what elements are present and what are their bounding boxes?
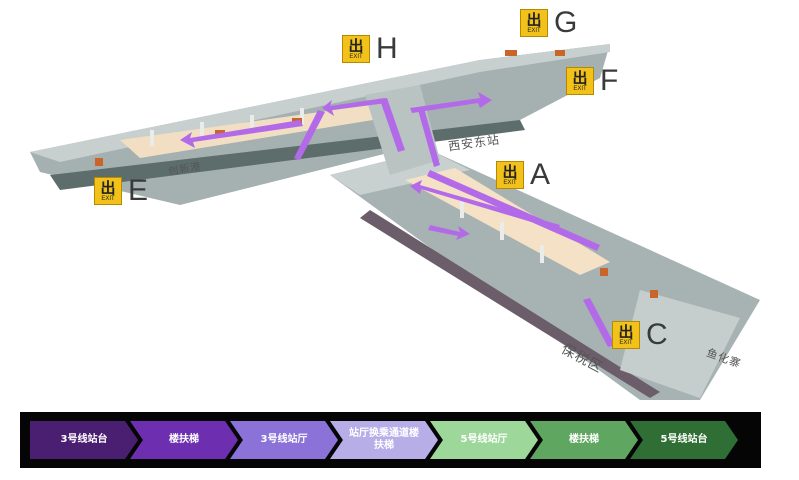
exit-icon: 出 EXIT — [94, 177, 122, 205]
flow-step-label: 楼扶梯 — [569, 434, 599, 445]
exit-word: EXIT — [349, 54, 363, 60]
exit-letter: F — [600, 64, 619, 97]
line5-concourse — [405, 168, 610, 275]
exit-letter: H — [376, 32, 398, 65]
arrow-line5-diag — [427, 170, 600, 251]
exit-icon: 出 EXIT — [342, 35, 370, 63]
exit-glyph: 出 — [618, 323, 634, 341]
exit-glyph: 出 — [502, 163, 518, 181]
arrow-g-corridor — [410, 92, 492, 113]
exit-glyph: 出 — [100, 179, 116, 197]
flow-step-transfer-corridor: 站厅换乘通道楼扶梯 — [330, 421, 438, 459]
flow-step-label: 3号线站台 — [60, 434, 108, 445]
transfer-flow-bar: 3号线站台 楼扶梯 3号线站厅 站厅换乘通道楼扶梯 5号线站厅 楼扶梯 5号线站… — [20, 412, 761, 468]
exit-glyph: 出 — [526, 11, 542, 29]
flow-step-escalator-2: 楼扶梯 — [530, 421, 638, 459]
flow-step-escalator: 楼扶梯 — [130, 421, 238, 459]
exit-icon: 出 EXIT — [496, 161, 524, 189]
flow-step-line3-platform: 3号线站台 — [30, 421, 138, 459]
exit-letter: E — [128, 174, 149, 207]
exit-word: EXIT — [503, 180, 517, 186]
arrow-line3-west — [180, 120, 303, 148]
flow-step-label: 站厅换乘通道楼扶梯 — [349, 428, 419, 451]
line5-track — [360, 210, 660, 398]
exit-e-label: 出 EXIT E — [94, 174, 148, 208]
exit-word: EXIT — [101, 196, 115, 202]
arrow-a-corridor — [418, 108, 440, 167]
exit-word: EXIT — [619, 340, 633, 346]
transfer-arrows — [180, 92, 615, 347]
flow-step-line5-concourse: 5号线站厅 — [430, 421, 538, 459]
flow-step-label: 3号线站厅 — [260, 434, 308, 445]
pillars — [150, 108, 544, 263]
exit-letter: C — [646, 318, 668, 351]
arrow-line5-mid — [428, 225, 470, 240]
exit-c-label: 出 EXIT C — [612, 318, 668, 352]
arrow-line3-short — [322, 98, 387, 116]
exit-word: EXIT — [573, 86, 587, 92]
exit-g-label: 出 EXIT G — [520, 6, 577, 40]
exit-f-label: 出 EXIT F — [566, 64, 618, 98]
arrow-line5-west — [410, 180, 560, 230]
arrow-c-corridor — [583, 298, 615, 347]
flow-step-line5-platform: 5号线站台 — [630, 421, 738, 459]
exit-letter: G — [554, 6, 578, 39]
exit-glyph: 出 — [572, 69, 588, 87]
exit-icon: 出 EXIT — [566, 67, 594, 95]
flow-step-line3-concourse: 3号线站厅 — [230, 421, 338, 459]
exit-icon: 出 EXIT — [520, 9, 548, 37]
arrow-line3-diag — [294, 110, 325, 160]
exit-icon: 出 EXIT — [612, 321, 640, 349]
exit-glyph: 出 — [348, 37, 364, 55]
exit-h-label: 出 EXIT H — [342, 32, 398, 66]
line5-end-platform — [620, 290, 740, 398]
exit-letter: A — [530, 158, 551, 191]
exit-a-label: 出 EXIT A — [496, 158, 550, 192]
arrow-h-corridor — [380, 98, 405, 152]
flow-step-label: 5号线站厅 — [460, 434, 508, 445]
flow-step-label: 楼扶梯 — [169, 434, 199, 445]
flow-step-label: 5号线站台 — [660, 434, 708, 445]
exit-word: EXIT — [527, 28, 541, 34]
station-diagram — [30, 44, 760, 400]
